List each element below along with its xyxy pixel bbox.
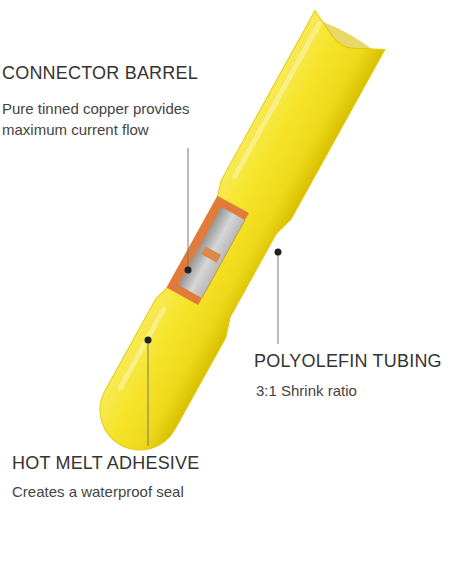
leader-line — [278, 252, 279, 344]
cut-edge — [202, 220, 245, 298]
part-description: Creates a waterproof seal — [12, 481, 184, 502]
tube-highlight — [120, 309, 164, 388]
leader-line — [188, 148, 189, 270]
leader-dot — [145, 337, 152, 344]
leader-dot — [185, 267, 192, 274]
leader-dot — [275, 249, 282, 256]
part-heading: CONNECTOR BARREL — [2, 62, 198, 84]
part-heading: POLYOLEFIN TUBING — [254, 350, 442, 372]
tube-highlight — [235, 24, 320, 177]
tube-opening — [317, 20, 372, 58]
barrel-stop — [201, 246, 221, 263]
part-heading: HOT MELT ADHESIVE — [12, 452, 199, 474]
part-description: 3:1 Shrink ratio — [256, 380, 357, 401]
leader-lines — [145, 148, 282, 446]
adhesive-cutaway — [167, 196, 249, 305]
part-description: Pure tinned copper provides maximum curr… — [2, 98, 224, 140]
leader-line — [148, 340, 149, 446]
